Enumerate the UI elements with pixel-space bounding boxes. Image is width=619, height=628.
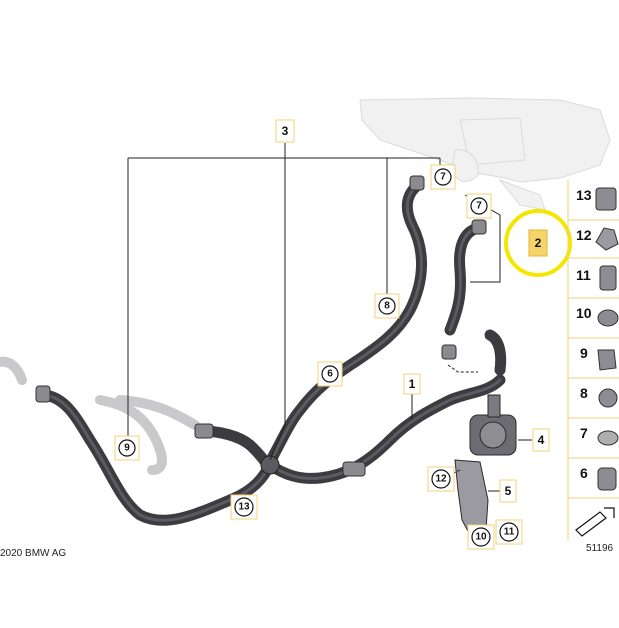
arrow-icon [604, 507, 615, 518]
callout-part-11[interactable]: 11 [495, 519, 523, 545]
leader-lines [127, 143, 532, 492]
parts-legend: 13 12 11 10 9 8 7 [567, 180, 619, 540]
callout-part-7b-label: 7 [476, 201, 482, 212]
hose-pump-up [484, 329, 507, 376]
copyright: 2020 BMW AG [0, 548, 66, 559]
legend-label-6: 6 [580, 465, 588, 481]
highlight-ring [504, 209, 572, 277]
callout-part-1-label: 1 [409, 377, 416, 391]
engine-housing-ghost [359, 97, 611, 211]
callout-part-5-label: 5 [505, 484, 512, 498]
callout-part-12-label: 12 [435, 474, 447, 485]
grommet-icon [597, 309, 619, 327]
legend-item-6[interactable]: 6 [580, 465, 617, 491]
hose-clamp-icon [597, 430, 619, 446]
callout-part-4-label: 4 [538, 433, 545, 447]
callout-part-7a[interactable]: 7 [430, 164, 456, 190]
callout-part-6-label: 6 [327, 369, 333, 380]
legend-item-13[interactable]: 13 [576, 187, 617, 211]
callout-part-9-label: 9 [124, 443, 130, 454]
legend-label-9: 9 [580, 345, 588, 361]
callout-part-10[interactable]: 10 [467, 524, 495, 550]
legend-item-tool[interactable] [575, 507, 615, 537]
callout-part-1[interactable]: 1 [403, 373, 421, 395]
callout-part-11-label: 11 [504, 527, 515, 538]
callout-part-6[interactable]: 6 [317, 361, 343, 387]
clip-round-icon [598, 388, 618, 408]
bushing-icon [599, 265, 617, 291]
callout-part-3[interactable]: 3 [275, 119, 295, 143]
legend-label-10: 10 [576, 305, 592, 321]
legend-label-13: 13 [576, 187, 592, 203]
callout-part-2[interactable]: 2 [504, 209, 572, 277]
legend-item-10[interactable]: 10 [576, 305, 619, 327]
bracket-icon [595, 227, 619, 251]
tool-icon [575, 511, 607, 537]
callout-part-13-label: 13 [238, 502, 250, 513]
callout-part-5[interactable]: 5 [499, 479, 517, 503]
legend-item-8[interactable]: 8 [580, 385, 618, 408]
legend-item-12[interactable]: 12 [576, 227, 619, 251]
callout-part-2-label: 2 [535, 236, 542, 250]
legend-item-7[interactable]: 7 [580, 425, 619, 446]
water-pump [469, 394, 517, 456]
callout-part-13[interactable]: 13 [230, 494, 258, 520]
hose-assembly [35, 175, 507, 526]
legend-label-11: 11 [576, 267, 591, 283]
callout-part-3-label: 3 [282, 124, 289, 138]
legend-item-9[interactable]: 9 [580, 345, 617, 371]
callout-part-9[interactable]: 9 [114, 435, 140, 461]
callout-part-7a-label: 7 [440, 172, 446, 183]
callout-part-4[interactable]: 4 [532, 428, 550, 452]
legend-label-8: 8 [580, 385, 588, 401]
legend-label-7: 7 [580, 425, 588, 441]
legend-item-11[interactable]: 11 [576, 265, 617, 291]
connector-icon [597, 467, 617, 491]
bracket [454, 459, 489, 536]
callout-part-12[interactable]: 12 [427, 466, 455, 492]
legend-label-12: 12 [576, 227, 592, 243]
callout-part-8-label: 8 [384, 301, 390, 312]
clamp-icon [597, 349, 617, 371]
diagram-code: 51196 [586, 543, 614, 554]
callout-part-7b[interactable]: 7 [466, 193, 492, 219]
callout-part-10-label: 10 [475, 532, 487, 543]
clip-icon [595, 187, 617, 211]
callout-part-8[interactable]: 8 [374, 293, 400, 319]
